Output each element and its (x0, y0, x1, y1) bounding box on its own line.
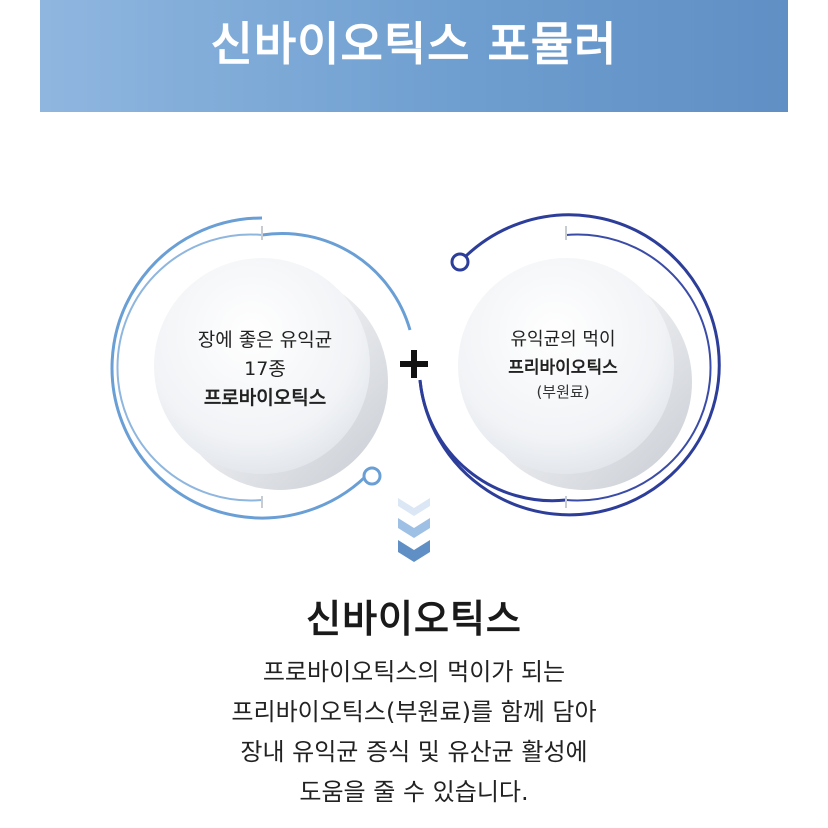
chevron-2 (398, 518, 430, 538)
chevron-3 (398, 540, 430, 562)
left-inner-ring (116, 233, 263, 502)
description-line: 장내 유익균 증식 및 유산균 활성에 (240, 738, 588, 766)
right-outer-ring (418, 213, 721, 517)
left-circle-line2: 17종 (244, 358, 286, 380)
section-description: 프로바이오틱스의 먹이가 되는 프리바이오틱스(부원료)를 함께 담아 장내 유… (0, 652, 828, 812)
right-circle (418, 213, 721, 517)
right-circle-line1: 유익균의 먹이 (510, 329, 616, 350)
left-ring-dot (362, 466, 382, 486)
right-circle-line2: 프리바이오틱스 (508, 358, 618, 378)
chevron-1 (398, 498, 430, 516)
right-ring-dot (450, 252, 470, 272)
header-banner: 신바이오틱스 포뮬러 (40, 0, 788, 112)
right-disc (458, 258, 674, 474)
left-right-arc (261, 231, 412, 331)
section-title: 신바이오틱스 (306, 597, 522, 641)
chevron-down-triple-icon (398, 498, 430, 562)
banner-title: 신바이오틱스 포뮬러 (210, 17, 618, 71)
right-inner-ring (565, 233, 712, 502)
left-circle-line3: 프로바이오틱스 (203, 387, 327, 409)
left-circle-line1: 장에 좋은 유익균 (197, 329, 333, 351)
description-line: 프리바이오틱스(부원료)를 함께 담아 (231, 698, 597, 726)
left-disc (154, 258, 370, 474)
description-line: 도움을 줄 수 있습니다. (299, 778, 529, 806)
right-left-arc (418, 379, 567, 503)
description-line: 프로바이오틱스의 먹이가 되는 (262, 658, 566, 686)
right-circle-line3: (부원료) (536, 383, 590, 401)
plus-icon (400, 350, 428, 378)
left-circle-text: 장에 좋은 유익균 17종 프로바이오틱스 (170, 326, 360, 412)
right-circle-text: 유익균의 먹이 프리바이오틱스 (부원료) (468, 326, 658, 402)
left-outer-ring (110, 216, 374, 520)
left-circle (110, 216, 412, 520)
